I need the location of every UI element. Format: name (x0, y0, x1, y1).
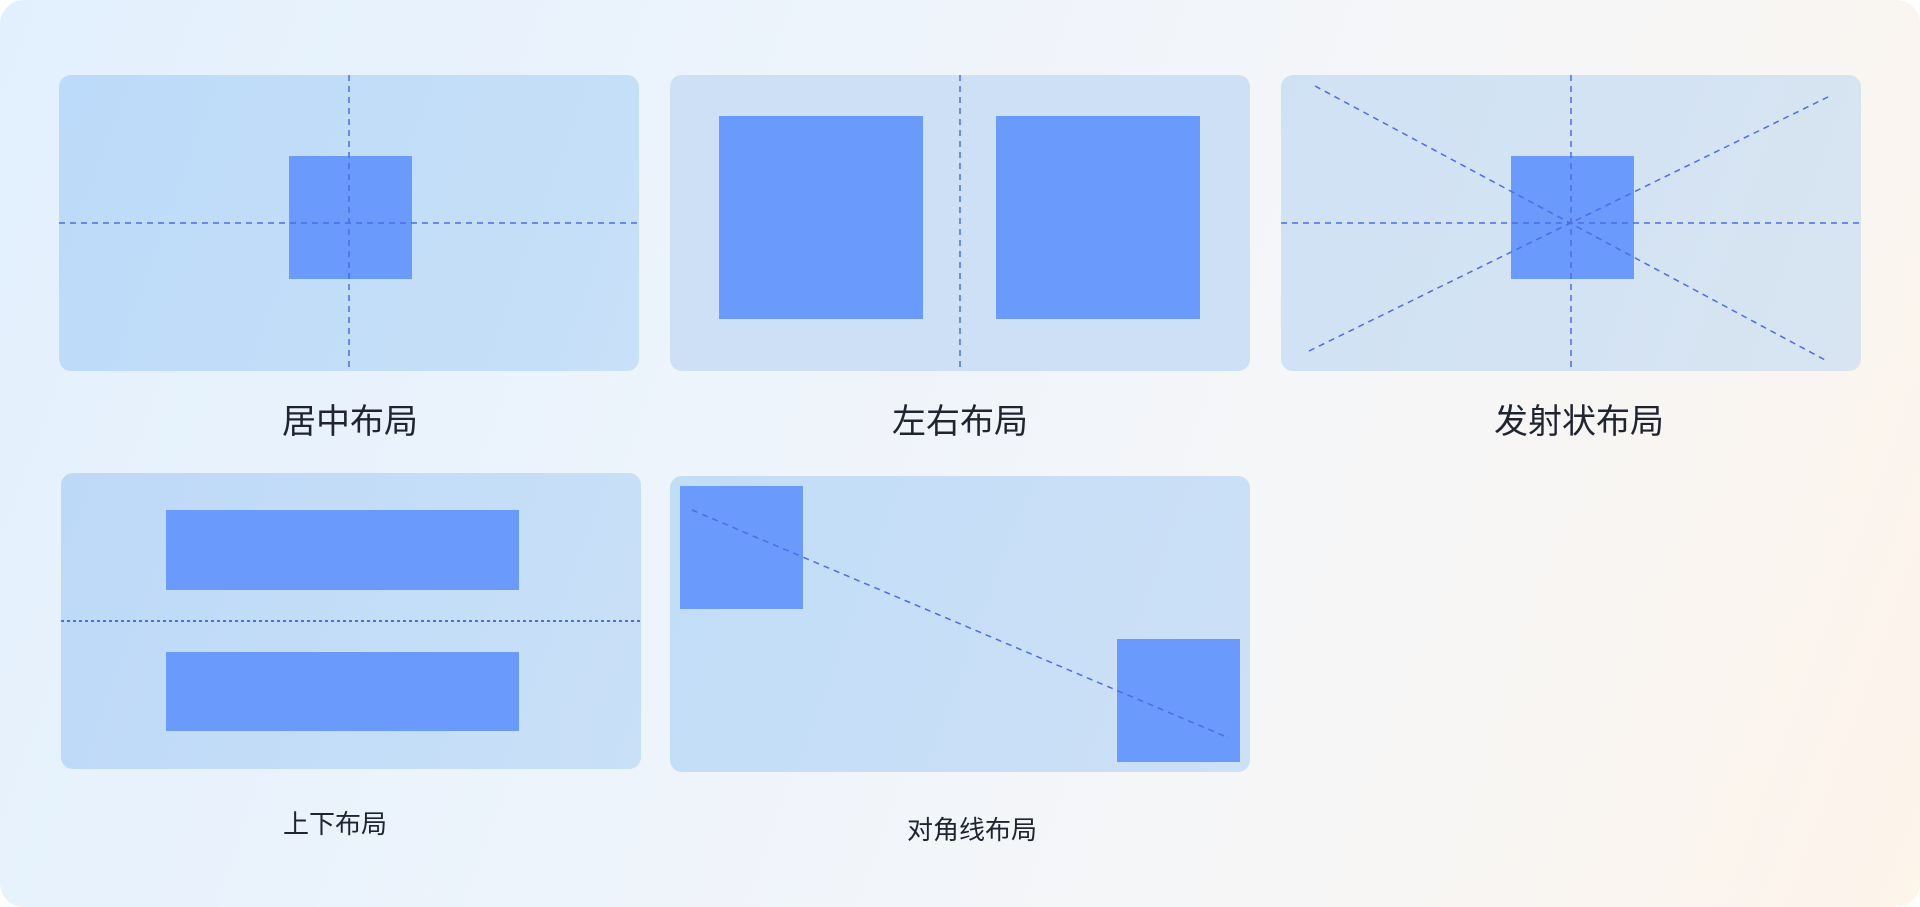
center-guides (59, 75, 639, 371)
panel-top-bottom-layout (61, 473, 641, 769)
caption-left-right-layout: 左右布局 (892, 402, 1028, 442)
center-block (1511, 156, 1634, 279)
top-block (166, 510, 519, 590)
caption-top-bottom-layout: 上下布局 (282, 810, 388, 840)
radial-guides (1281, 75, 1861, 371)
caption-radial-layout: 发射状布局 (1494, 402, 1664, 442)
bottom-right-block (1117, 639, 1240, 762)
top-left-block (680, 486, 803, 609)
top-bottom-guides (61, 620, 641, 622)
caption-diagonal-layout: 对角线布局 (906, 816, 1038, 846)
panel-center-layout (59, 75, 639, 371)
right-block (996, 116, 1200, 319)
bottom-block (166, 652, 519, 731)
center-block (289, 156, 412, 279)
diagonal-guides (691, 509, 1230, 739)
caption-center-layout: 居中布局 (282, 402, 418, 442)
panel-radial-layout (1281, 75, 1861, 371)
panel-diagonal-layout (670, 476, 1250, 772)
left-right-guides (959, 75, 961, 371)
left-block (719, 116, 923, 319)
diagonal-guide-2 (1308, 94, 1833, 352)
panel-left-right-layout (670, 75, 1250, 371)
diagonal-guide (691, 509, 1230, 739)
